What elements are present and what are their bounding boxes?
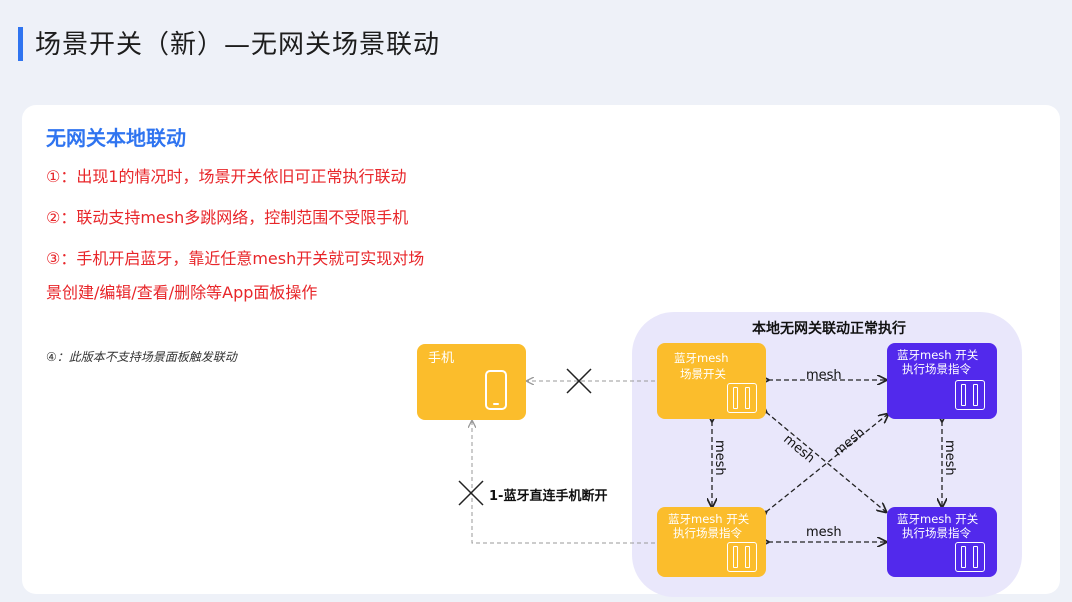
switch-icon	[955, 542, 985, 572]
scene-switch-label-1: 蓝牙mesh	[674, 351, 729, 365]
mesh-label-left: mesh	[712, 440, 727, 476]
point-3-continued: 景创建/编辑/查看/删除等App面板操作	[46, 283, 318, 302]
phone-link-bottom	[472, 421, 655, 544]
executor-tr-label-1: 蓝牙mesh 开关	[897, 348, 979, 362]
mesh-label-bottom: mesh	[806, 525, 842, 540]
mesh-link-diag-up	[766, 414, 888, 512]
zone-title: 本地无网关联动正常执行	[752, 321, 906, 337]
point-2: ②：联动支持mesh多跳网络，控制范围不受限手机	[46, 208, 409, 227]
scene-switch-label-2: 场景开关	[680, 367, 726, 381]
phone-label: 手机	[428, 351, 455, 366]
scene-switch-node	[657, 343, 766, 419]
title-accent-bar	[18, 27, 23, 61]
switch-icon	[955, 380, 985, 410]
note-4: ④：此版本不支持场景面板触发联动	[46, 350, 237, 364]
phone-icon	[485, 370, 507, 410]
bluetooth-disconnect-label: 1-蓝牙直连手机断开	[489, 489, 608, 504]
switch-icon	[727, 383, 757, 413]
executor-bl-label-2: 执行场景指令	[673, 526, 742, 540]
executor-bl-label-1: 蓝牙mesh 开关	[668, 512, 750, 526]
section-title: 无网关本地联动	[46, 126, 186, 150]
executor-br-label-1: 蓝牙mesh 开关	[897, 512, 979, 526]
executor-node-top-right	[887, 343, 997, 419]
executor-br-label-2: 执行场景指令	[902, 526, 971, 540]
point-1: ①：出现1的情况时，场景开关依旧可正常执行联动	[46, 167, 407, 186]
phone-node	[417, 344, 526, 420]
mesh-link-diag-down	[766, 412, 886, 512]
switch-icon	[727, 542, 757, 572]
executor-tr-label-2: 执行场景指令	[902, 362, 971, 376]
page-title: 场景开关（新）—无网关场景联动	[35, 30, 441, 60]
mesh-label-right: mesh	[942, 440, 957, 476]
mesh-label-top: mesh	[806, 368, 842, 383]
point-3: ③：手机开启蓝牙，靠近任意mesh开关就可实现对场	[46, 249, 425, 268]
